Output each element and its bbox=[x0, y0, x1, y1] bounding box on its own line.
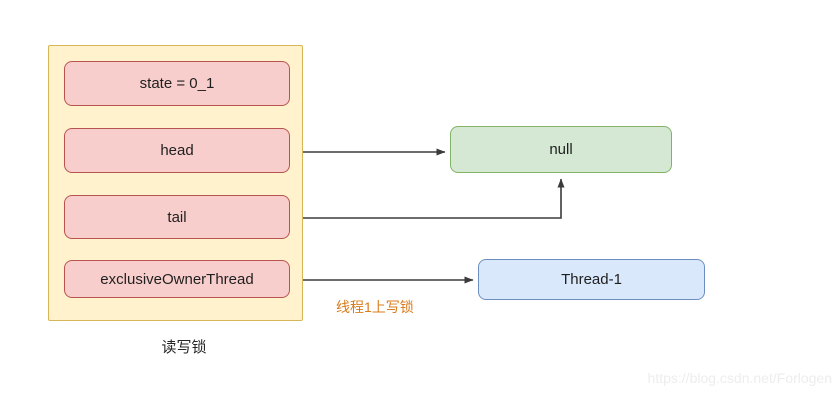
field-tail[interactable]: tail bbox=[64, 195, 290, 239]
caption-read-write-lock: 读写锁 bbox=[161, 338, 207, 356]
node-thread-1[interactable]: Thread-1 bbox=[478, 259, 705, 300]
field-state[interactable]: state = 0_1 bbox=[64, 61, 290, 106]
node-null[interactable]: null bbox=[450, 126, 672, 173]
watermark: https://blog.csdn.net/Forlogen bbox=[647, 370, 832, 386]
edge-label-write-lock: 线程1上写锁 bbox=[336, 299, 414, 315]
field-head[interactable]: head bbox=[64, 128, 290, 173]
field-exclusive-owner-thread[interactable]: exclusiveOwnerThread bbox=[64, 260, 290, 298]
edge-tail-to-null bbox=[290, 178, 565, 219]
